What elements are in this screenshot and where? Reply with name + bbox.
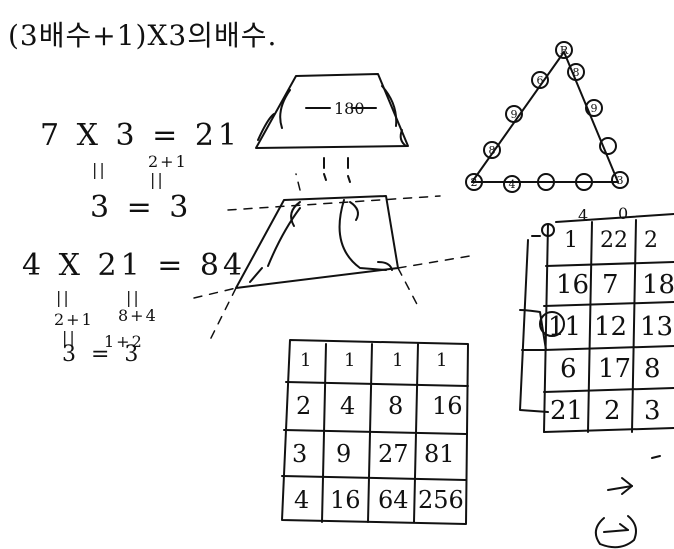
grid-b-header-0: 4 bbox=[578, 206, 588, 225]
grid-a-cell-0-2: 1 bbox=[392, 350, 403, 371]
grid-a-cell-3-0: 4 bbox=[294, 486, 309, 514]
node-label-top: R bbox=[560, 44, 569, 57]
grid-a-cell-0-3: 1 bbox=[436, 350, 447, 371]
node-label-left-1: 6 bbox=[537, 74, 544, 87]
grid-a-cell-3-1: 16 bbox=[330, 486, 361, 514]
node-triangle bbox=[466, 42, 628, 192]
circled-arrow-note: (->) bbox=[598, 520, 625, 536]
lower-trapezoid bbox=[236, 174, 398, 288]
grid-b-cell-4-2: 3 bbox=[644, 396, 661, 426]
grid-a-cell-0-1: 1 bbox=[344, 350, 355, 371]
top-trapezoid bbox=[256, 74, 408, 148]
grid-b-cell-1-1: 7 bbox=[602, 270, 619, 300]
grid-a-cell-2-1: 9 bbox=[336, 440, 351, 468]
grid-b-cell-1-2: 18 bbox=[642, 270, 674, 300]
grid-a-cell-2-3: 81 bbox=[424, 440, 455, 468]
grid-a-cell-2-2: 27 bbox=[378, 440, 409, 468]
grid-b-cell-2-2: 13 bbox=[640, 312, 673, 342]
grid-a-cell-0-0: 1 bbox=[300, 350, 311, 371]
node-label-bottom-right: 3 bbox=[617, 174, 624, 187]
grid-b-cell-3-2: 8 bbox=[644, 354, 661, 384]
node-label-right-1: 8 bbox=[573, 66, 580, 79]
grid-a-cell-3-3: 256 bbox=[418, 486, 464, 514]
grid-a-cell-1-3: 16 bbox=[432, 392, 463, 420]
grid-a-cell-1-1: 4 bbox=[340, 392, 355, 420]
grid-b-cell-2-1: 12 bbox=[594, 312, 627, 342]
triangle-node-labels: R 6 9 8 9 8 2 4 3 bbox=[471, 44, 624, 191]
trapezoid-label: 180 bbox=[334, 99, 365, 118]
grid-b-cell-0-2: 2 bbox=[644, 228, 658, 253]
grid-b-cell-3-0: 6 bbox=[560, 354, 577, 384]
node-label-bottom-2: 4 bbox=[509, 178, 516, 191]
grid-b-cell-2-0: 11 bbox=[548, 312, 581, 342]
node-label-left-3: 8 bbox=[489, 144, 496, 157]
grid-b-cell-0-1: 22 bbox=[600, 228, 628, 253]
grid-b-cell-1-0: 16 bbox=[556, 270, 589, 300]
grid-b-header-1: 0 bbox=[618, 204, 628, 223]
node-label-bottom-left: 2 bbox=[471, 176, 478, 189]
grid-b-cell-3-1: 17 bbox=[598, 354, 631, 384]
grid-a-cell-1-0: 2 bbox=[296, 392, 311, 420]
node-label-right-2: 9 bbox=[591, 102, 598, 115]
grid-b-cell-4-0: 21 bbox=[550, 396, 583, 426]
grid-a-cell-2-0: 3 bbox=[292, 440, 307, 468]
node-label-left-2: 9 bbox=[511, 108, 518, 121]
arrow-note: -> bbox=[612, 474, 628, 490]
grid-b-cell-4-1: 2 bbox=[604, 396, 621, 426]
grid-b-cell-0-0: 1 bbox=[564, 228, 578, 253]
grid-a-cell-3-2: 64 bbox=[378, 486, 409, 514]
grid-a-cell-1-2: 8 bbox=[388, 392, 403, 420]
